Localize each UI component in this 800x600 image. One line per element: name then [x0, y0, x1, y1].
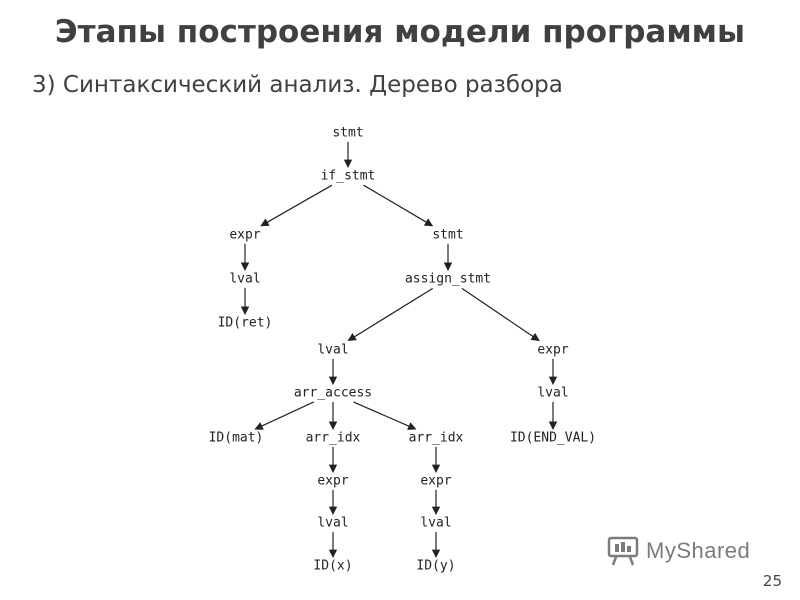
tree-node-n17: expr — [420, 474, 451, 489]
tree-node-n19: lval — [420, 516, 451, 531]
slide-subtitle: 3) Синтаксический анализ. Дерево разбора — [32, 72, 563, 98]
tree-node-n15: ID(END_VAL) — [510, 431, 596, 446]
presentation-board-icon — [607, 536, 639, 566]
tree-edge-n10-n12 — [254, 401, 315, 430]
tree-node-n14: arr_idx — [409, 431, 464, 446]
tree-node-n1: stmt — [332, 126, 363, 141]
tree-node-n12: ID(mat) — [209, 431, 264, 446]
tree-node-n20: ID(x) — [313, 559, 352, 574]
tree-node-n13: arr_idx — [306, 431, 361, 446]
tree-node-n2: if_stmt — [321, 169, 376, 184]
tree-node-n6: assign_stmt — [405, 272, 491, 287]
tree-node-n10: arr_access — [294, 386, 372, 401]
watermark-text: MyShared — [646, 538, 751, 563]
tree-node-n3: expr — [229, 228, 260, 243]
tree-edge-n6-n8 — [347, 287, 434, 342]
tree-edge-n2-n3 — [260, 184, 333, 227]
tree-edges — [240, 141, 558, 558]
tree-edge-n6-n9 — [461, 287, 540, 342]
slide-title: Этапы построения модели программы — [54, 14, 746, 50]
tree-node-n5: lval — [229, 272, 260, 287]
tree-node-n11: lval — [537, 386, 568, 401]
tree-node-n4: stmt — [432, 228, 463, 243]
myshared-watermark: MyShared — [606, 534, 750, 568]
tree-node-n7: ID(ret) — [218, 316, 273, 331]
tree-node-n16: expr — [317, 474, 348, 489]
tree-node-n9: expr — [537, 343, 568, 358]
tree-edge-n10-n14 — [353, 401, 417, 430]
tree-node-n21: ID(y) — [416, 559, 455, 574]
tree-node-n18: lval — [317, 516, 348, 531]
page-number: 25 — [762, 572, 782, 590]
tree-node-n8: lval — [317, 343, 348, 358]
tree-edge-n2-n4 — [363, 184, 434, 227]
